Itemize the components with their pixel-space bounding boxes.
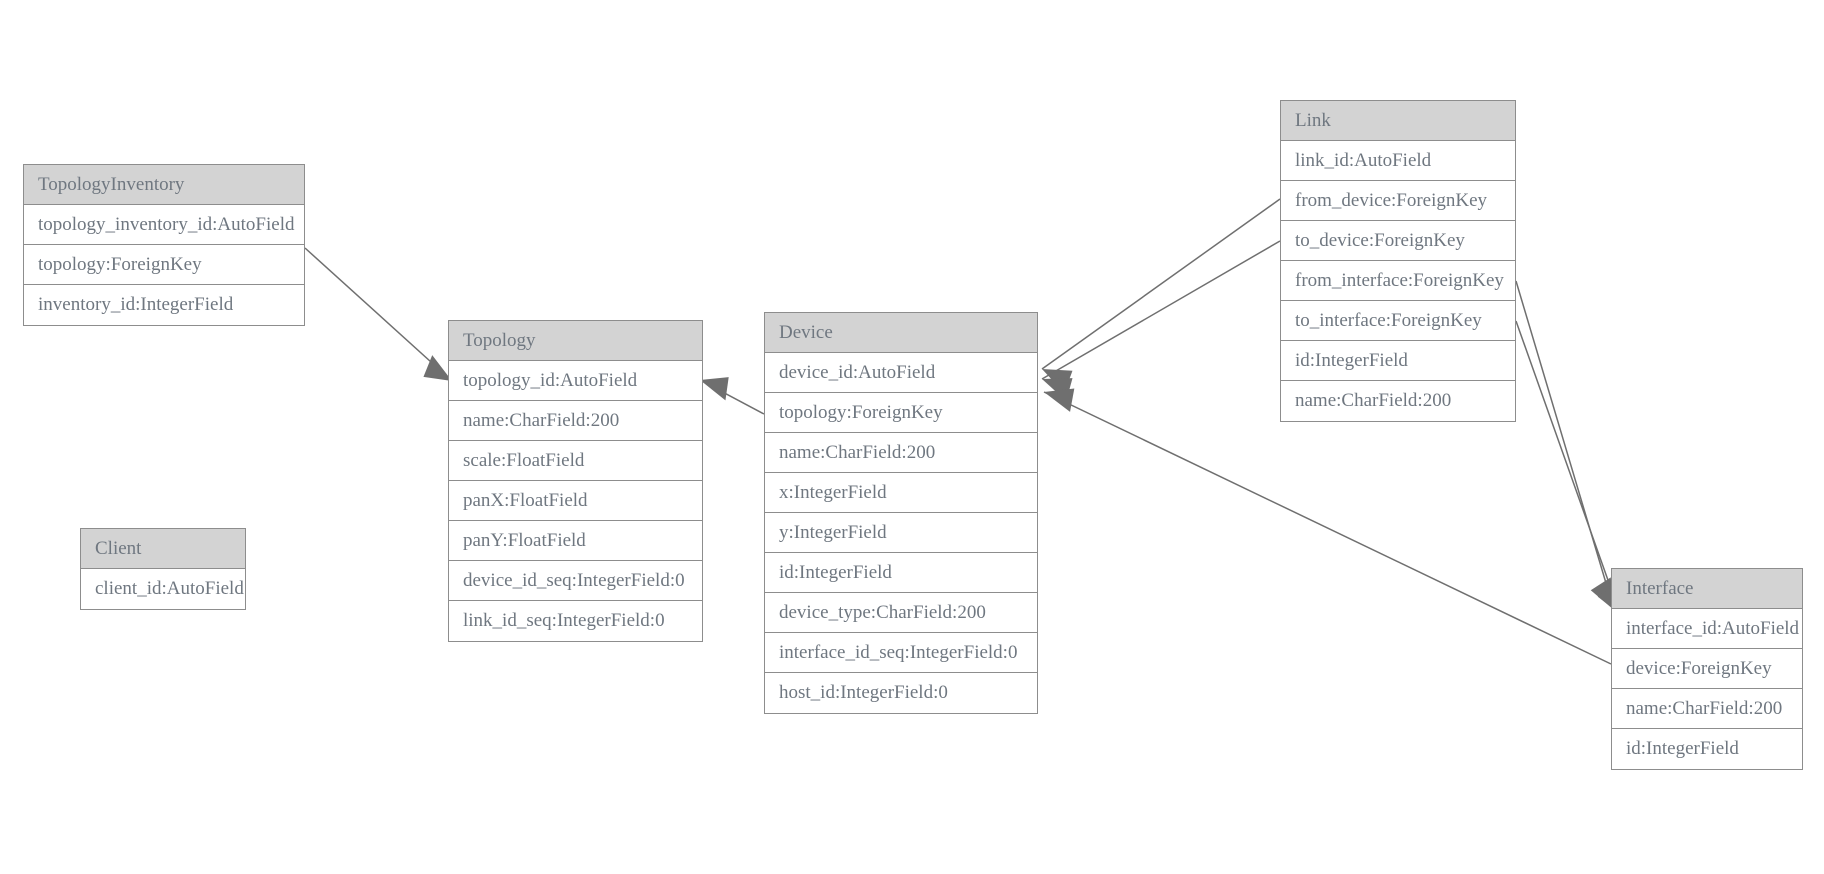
entity-field[interactable]: panX:FloatField xyxy=(449,481,702,521)
entity-field[interactable]: device_id:AutoField xyxy=(765,353,1037,393)
entity-field[interactable]: name:CharField:200 xyxy=(449,401,702,441)
entity-field[interactable]: client_id:AutoField xyxy=(81,569,245,609)
entity-title-link: Link xyxy=(1281,101,1515,141)
edge-link-to_interface-interface xyxy=(1515,320,1621,615)
entity-field[interactable]: topology_inventory_id:AutoField xyxy=(24,205,304,245)
entity-field[interactable]: to_device:ForeignKey xyxy=(1281,221,1515,261)
entity-field[interactable]: name:CharField:200 xyxy=(1612,689,1802,729)
edge-topologyinventory-topology xyxy=(304,247,453,382)
entity-field[interactable]: topology:ForeignKey xyxy=(765,393,1037,433)
entity-field[interactable]: topology:ForeignKey xyxy=(24,245,304,285)
entity-field[interactable]: y:IntegerField xyxy=(765,513,1037,553)
entity-field[interactable]: link_id_seq:IntegerField:0 xyxy=(449,601,702,641)
entity-field[interactable]: id:IntegerField xyxy=(1612,729,1802,769)
entity-field[interactable]: device_type:CharField:200 xyxy=(765,593,1037,633)
entity-field[interactable]: from_device:ForeignKey xyxy=(1281,181,1515,221)
entity-field[interactable]: to_interface:ForeignKey xyxy=(1281,301,1515,341)
entity-field[interactable]: device:ForeignKey xyxy=(1612,649,1802,689)
entity-title-topology: Topology xyxy=(449,321,702,361)
entity-field[interactable]: device_id_seq:IntegerField:0 xyxy=(449,561,702,601)
entity-field[interactable]: id:IntegerField xyxy=(1281,341,1515,381)
entity-field[interactable]: id:IntegerField xyxy=(765,553,1037,593)
edge-device-topology xyxy=(699,377,765,415)
entity-title-client: Client xyxy=(81,529,245,569)
entity-field[interactable]: interface_id:AutoField xyxy=(1612,609,1802,649)
entity-field[interactable]: host_id:IntegerField:0 xyxy=(765,673,1037,713)
entity-title-interface: Interface xyxy=(1612,569,1802,609)
entity-field[interactable]: panY:FloatField xyxy=(449,521,702,561)
arrowhead-icon xyxy=(1042,378,1073,402)
edge-link-to_device-device xyxy=(1041,240,1281,402)
arrowhead-icon xyxy=(1044,388,1075,412)
entity-field[interactable]: topology_id:AutoField xyxy=(449,361,702,401)
entity-field[interactable]: scale:FloatField xyxy=(449,441,702,481)
entity-title-topology_inventory: TopologyInventory xyxy=(24,165,304,205)
entity-field[interactable]: from_interface:ForeignKey xyxy=(1281,261,1515,301)
entity-title-device: Device xyxy=(765,313,1037,353)
entity-field[interactable]: interface_id_seq:IntegerField:0 xyxy=(765,633,1037,673)
entity-field[interactable]: name:CharField:200 xyxy=(765,433,1037,473)
edge-link-from_device-device xyxy=(1041,198,1281,394)
entity-field[interactable]: x:IntegerField xyxy=(765,473,1037,513)
arrowhead-icon xyxy=(1042,369,1073,394)
entity-field[interactable]: inventory_id:IntegerField xyxy=(24,285,304,325)
edge-link-from_interface-interface xyxy=(1515,280,1615,611)
entity-field[interactable]: name:CharField:200 xyxy=(1281,381,1515,421)
entity-field[interactable]: link_id:AutoField xyxy=(1281,141,1515,181)
